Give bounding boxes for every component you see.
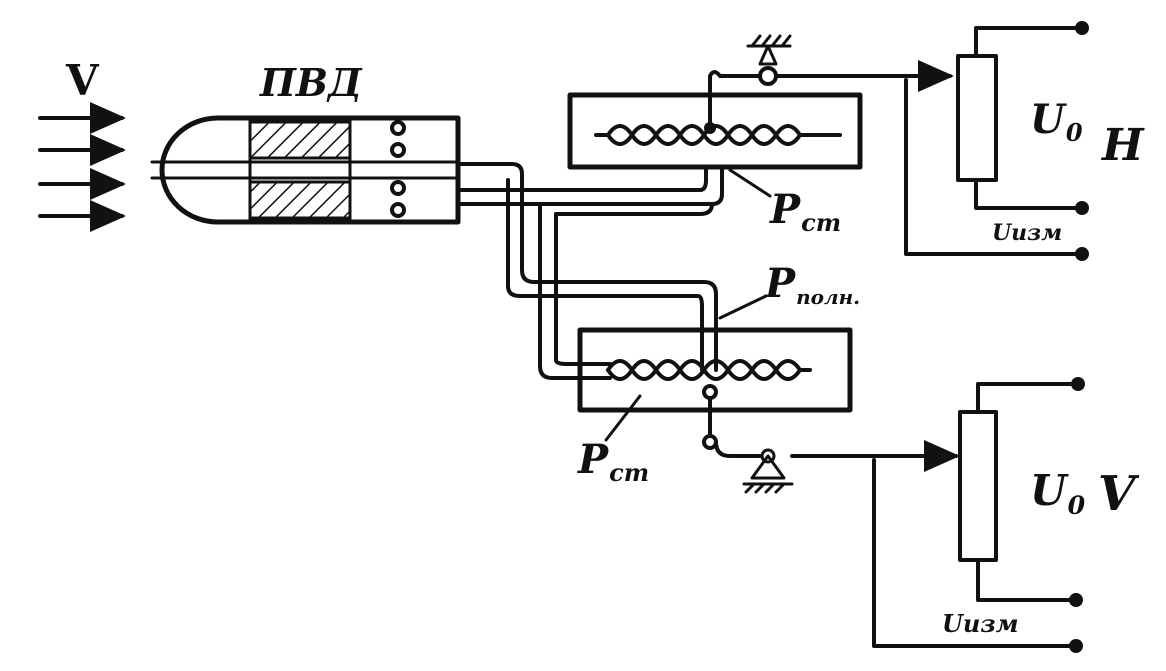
measured-voltage-label-top: Uизм xyxy=(992,220,1063,246)
measured-voltage-label-bottom: Uизм xyxy=(942,609,1019,638)
flow-arrow-icon xyxy=(38,102,126,232)
bottom-potentiometer-circuit xyxy=(790,382,1080,648)
probe-label: ПВД xyxy=(260,60,362,105)
bellows-icon xyxy=(594,124,842,146)
full-pressure-label: Pполн. xyxy=(765,260,861,309)
terminal-icon xyxy=(1075,21,1089,261)
airflow-label: V xyxy=(66,56,99,105)
terminal-icon xyxy=(1069,377,1085,653)
static-pressure-label-top: Pст xyxy=(770,186,842,238)
potentiometer-icon xyxy=(958,410,998,562)
label-leader-lines xyxy=(604,168,772,442)
static-port-holes xyxy=(390,120,406,218)
pressure-tubing xyxy=(456,162,724,380)
static-pressure-label-bottom: Pст xyxy=(578,436,650,488)
potentiometer-icon xyxy=(956,54,998,182)
pivot-support-icon xyxy=(742,448,794,494)
pitot-probe xyxy=(150,115,461,225)
speed-output-label: V xyxy=(1098,466,1136,522)
supply-voltage-label-top: U0 xyxy=(1030,96,1083,148)
bottom-pressure-chamber xyxy=(577,327,853,494)
top-potentiometer-circuit xyxy=(774,26,1082,256)
bellows-icon xyxy=(606,359,812,381)
supply-voltage-label-bottom: U0 xyxy=(1030,466,1086,520)
altitude-output-label: H xyxy=(1102,120,1144,171)
ground-hatch-icon xyxy=(746,34,792,66)
top-pressure-chamber xyxy=(567,34,863,170)
